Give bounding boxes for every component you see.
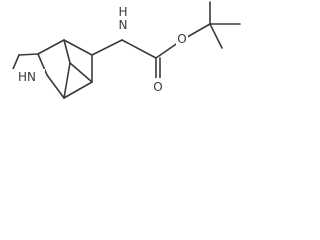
bond <box>209 23 223 49</box>
bond <box>46 74 65 99</box>
atom-labels: H N O O H N <box>9 5 188 94</box>
atom-label-h: H <box>18 70 27 84</box>
atom-label-o-ester: O <box>177 32 186 46</box>
bond <box>121 39 157 59</box>
bond <box>91 39 123 56</box>
atom-label-o-carbonyl: O <box>153 80 162 94</box>
bond <box>37 53 48 76</box>
atom-label-n: N <box>27 70 36 84</box>
bonds <box>9 1 241 99</box>
bond <box>63 62 71 99</box>
bond <box>63 81 93 99</box>
bond <box>63 39 71 64</box>
atom-label-n: N <box>119 18 128 32</box>
atom-label-h: H <box>118 5 127 19</box>
bond <box>37 39 65 55</box>
bond <box>69 62 93 83</box>
bond <box>63 39 93 56</box>
structure-diagram: H N O O H N <box>9 1 241 99</box>
bond <box>18 53 39 56</box>
